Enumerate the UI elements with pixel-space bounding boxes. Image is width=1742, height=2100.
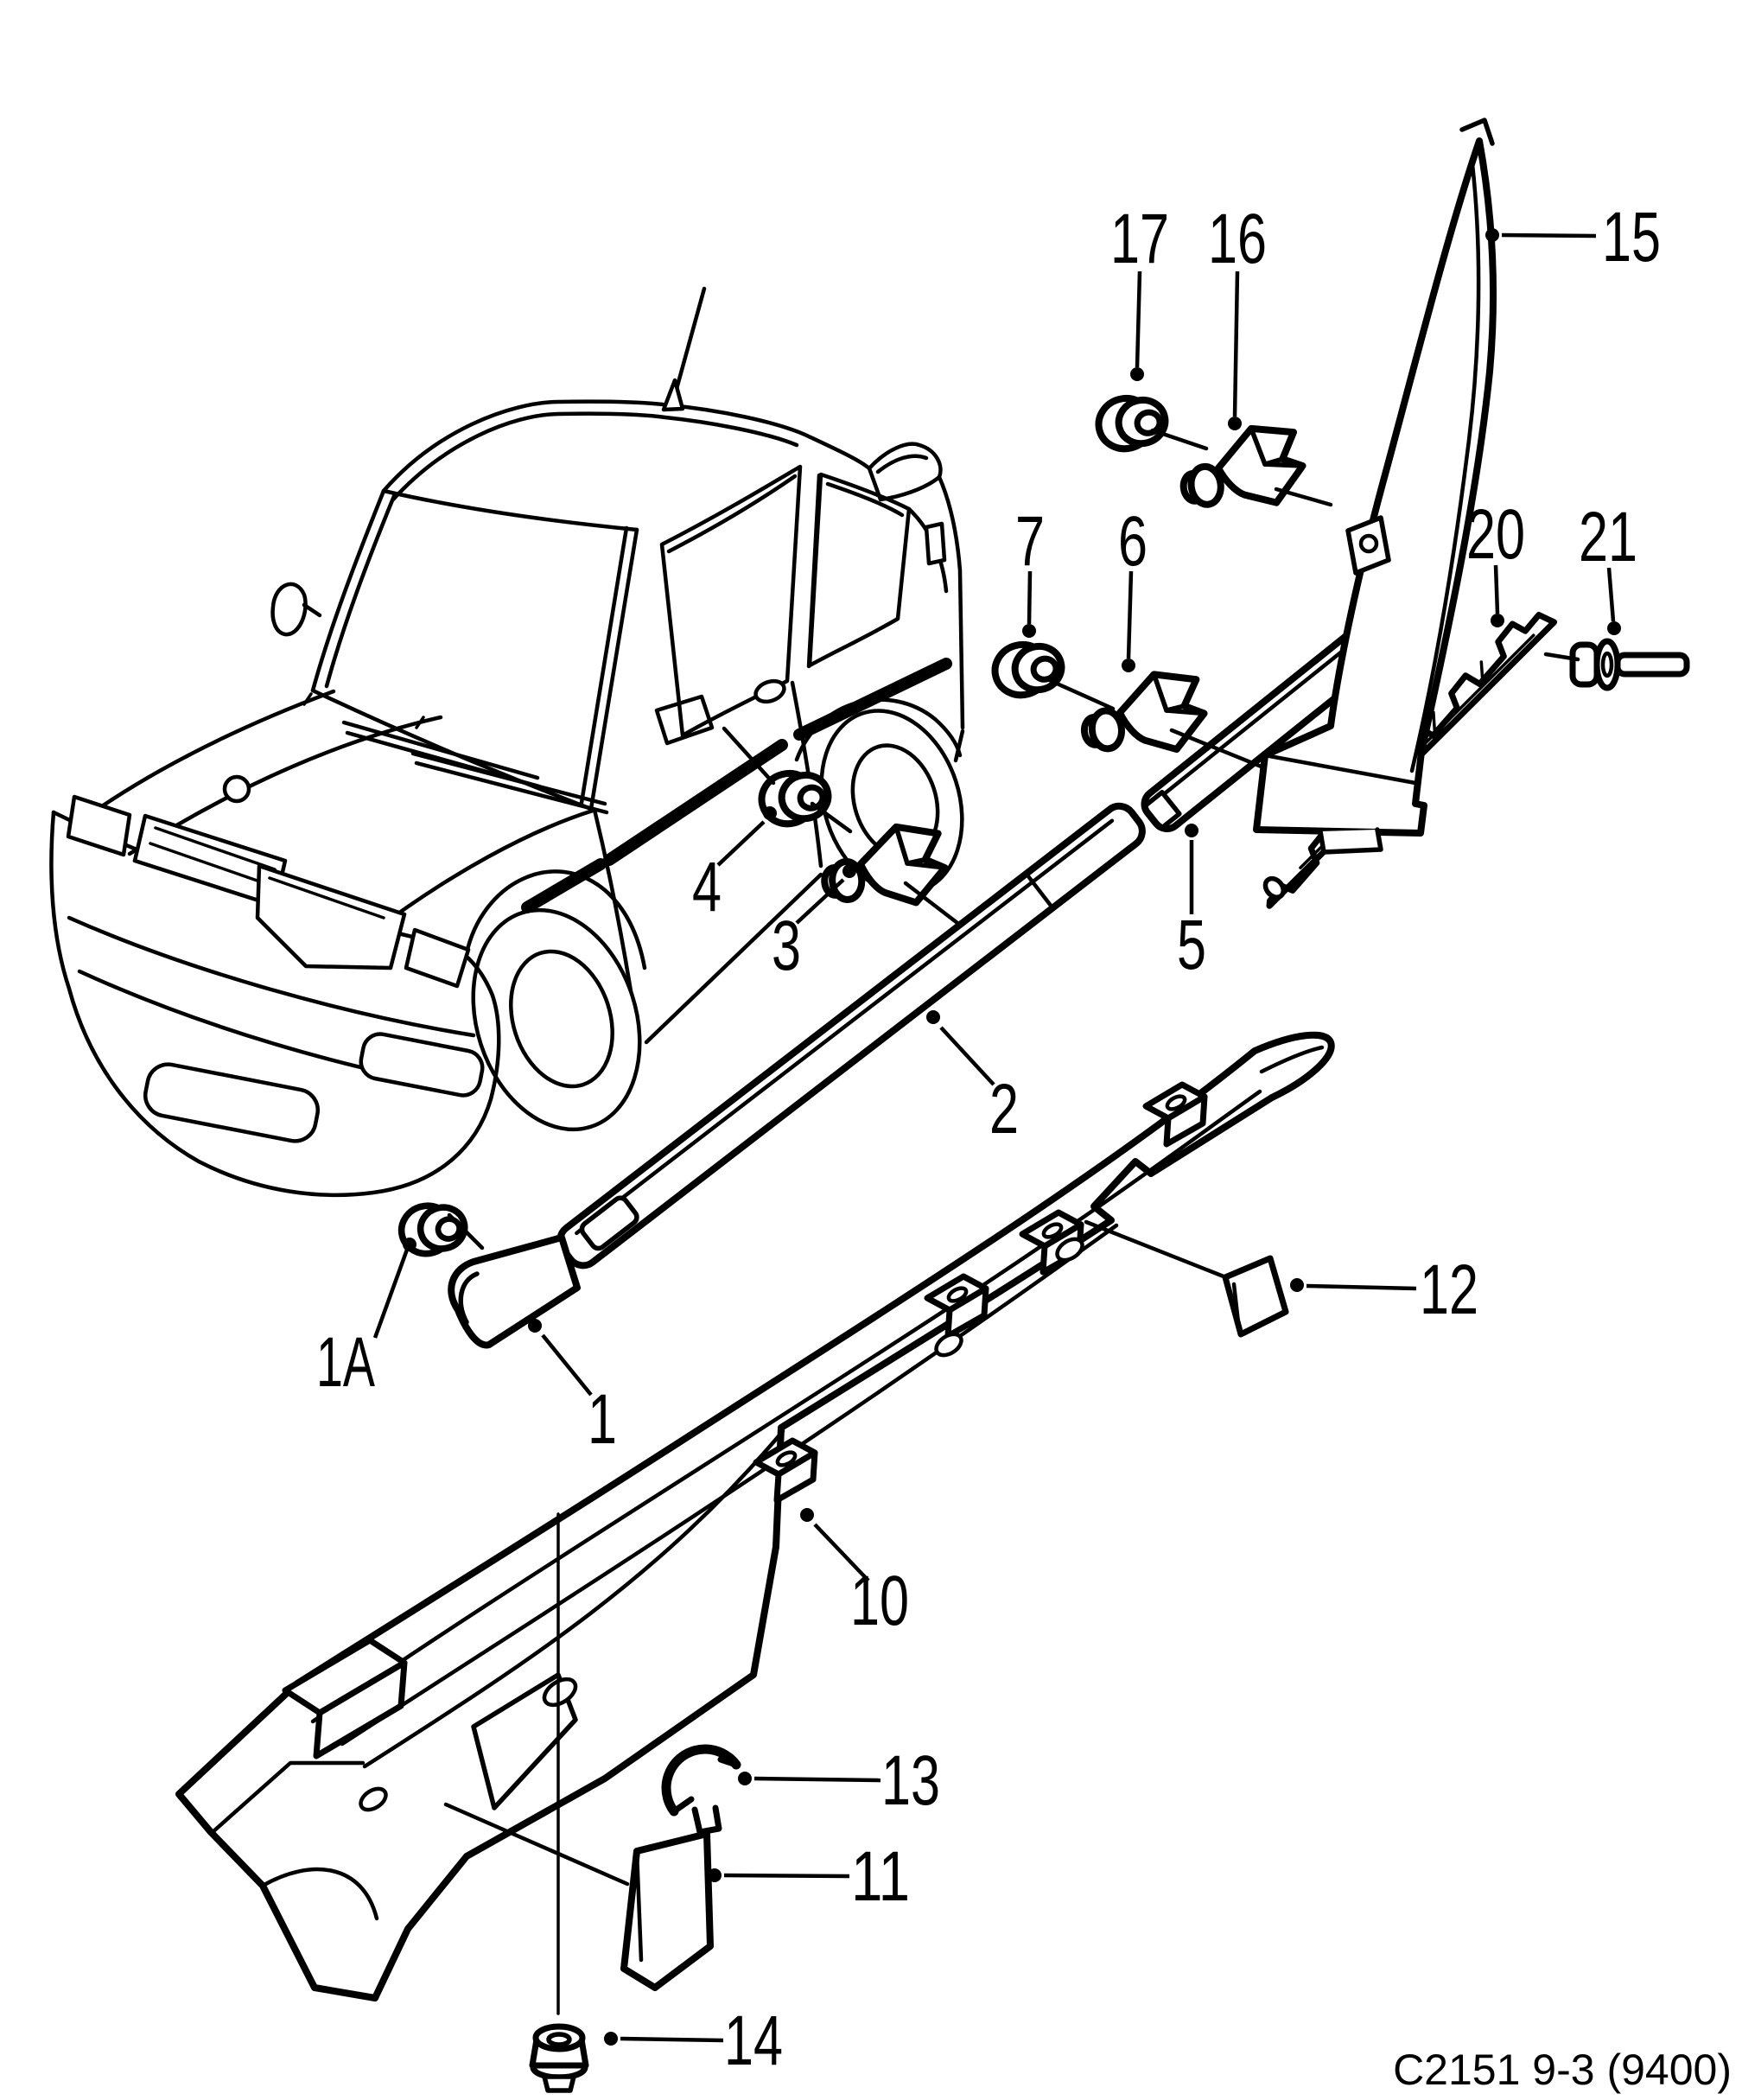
callout-16: 16 [1208, 200, 1267, 430]
callout-1A: 1A [316, 1238, 416, 1402]
callout-5: 5 [1177, 824, 1206, 984]
svg-text:14: 14 [724, 2001, 783, 2080]
callout-20: 20 [1466, 495, 1525, 627]
callout-21: 21 [1579, 498, 1637, 635]
svg-text:5: 5 [1177, 906, 1206, 984]
part-21-screw [1569, 638, 1690, 691]
callout-12: 12 [1290, 1250, 1478, 1329]
part-10-sill-molding [175, 1031, 1335, 2001]
part-15-pillar-trim [1253, 118, 1497, 855]
svg-text:4: 4 [692, 848, 722, 926]
svg-text:1A: 1A [316, 1323, 375, 1402]
part-16-clip [1177, 423, 1307, 516]
callout-3: 3 [772, 864, 856, 985]
part-1-molding-end-cap [448, 1234, 581, 1349]
callout-1: 1 [528, 1319, 617, 1459]
part-6-clip [1079, 670, 1208, 759]
part-13-spring-clip [661, 1744, 741, 1836]
part-7-grommet [989, 635, 1066, 701]
callout-10: 10 [800, 1508, 909, 1640]
part-11-protective-plate [620, 1830, 714, 1991]
callout-17: 17 [1110, 200, 1169, 381]
callout-15: 15 [1485, 198, 1661, 277]
svg-text:7: 7 [1015, 502, 1045, 581]
svg-text:15: 15 [1602, 198, 1661, 277]
svg-text:13: 13 [881, 1741, 940, 1820]
callout-14: 14 [604, 2001, 783, 2080]
svg-text:6: 6 [1118, 502, 1148, 581]
callout-2: 2 [926, 1010, 1019, 1149]
part-12-gasket [1222, 1255, 1289, 1338]
callout-7: 7 [1015, 502, 1045, 638]
svg-text:21: 21 [1579, 498, 1637, 576]
svg-text:1: 1 [588, 1380, 617, 1459]
callout-4: 4 [692, 806, 777, 926]
svg-text:11: 11 [851, 1837, 910, 1916]
car-illustration [49, 286, 965, 1198]
svg-text:3: 3 [772, 907, 801, 985]
part-14-nut [529, 2023, 589, 2093]
drawing-code: C2151 9-3 (9400) [1393, 2046, 1732, 2094]
svg-text:2: 2 [989, 1070, 1019, 1149]
svg-text:17: 17 [1110, 200, 1169, 278]
svg-text:12: 12 [1420, 1250, 1478, 1329]
part-17-grommet [1093, 389, 1170, 455]
callout-11: 11 [708, 1837, 910, 1916]
callout-6: 6 [1118, 502, 1148, 672]
callout-13: 13 [738, 1741, 940, 1820]
svg-text:16: 16 [1208, 200, 1267, 278]
svg-text:10: 10 [850, 1562, 909, 1640]
assembly-connector-lines [443, 428, 1580, 2015]
svg-text:20: 20 [1466, 495, 1525, 574]
